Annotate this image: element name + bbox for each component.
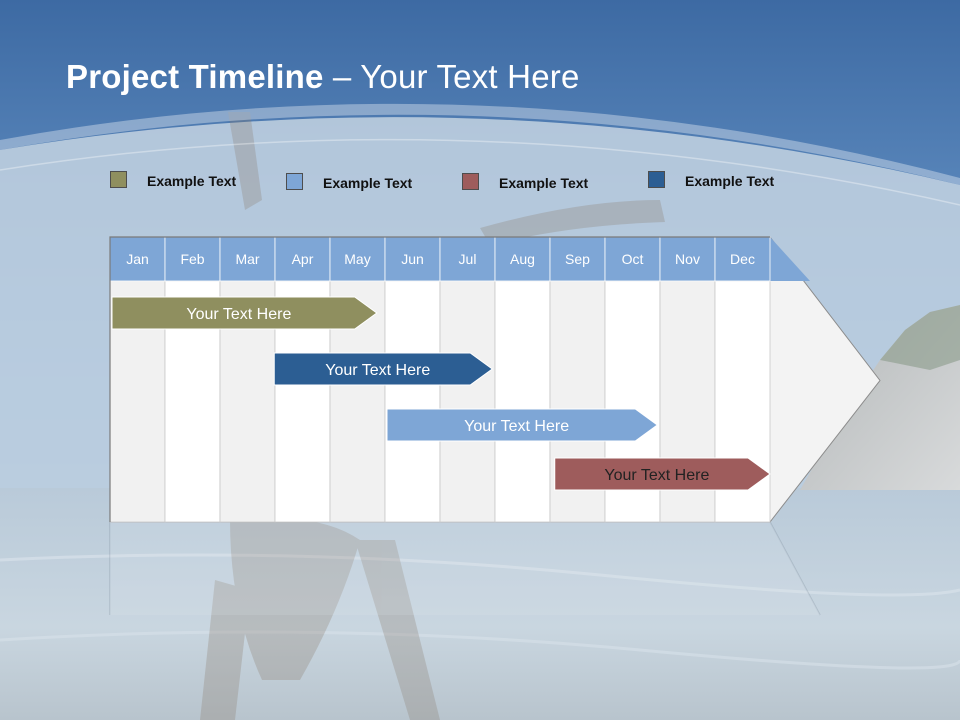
month-label-dec: Dec [730, 251, 755, 267]
timeline-reflection [109, 521, 821, 616]
task-arrow-1 [111, 296, 378, 330]
month-column-jul [439, 280, 496, 523]
month-column-jun [384, 280, 441, 523]
task-arrow-2 [273, 352, 494, 386]
month-header-cell-mar [219, 236, 276, 282]
month-header-cell-jan [109, 236, 166, 282]
legend-label-3: Example Text [499, 175, 589, 191]
task-bar-3: Your Text Here [386, 408, 659, 442]
reflection-fill [110, 522, 820, 615]
title-bold: Project Timeline [66, 58, 324, 95]
reflection-lines [109, 521, 821, 616]
month-label-jan: Jan [126, 251, 149, 267]
title-rest: – Your Text Here [323, 58, 580, 95]
task-label-3: Your Text Here [464, 418, 569, 435]
month-header-cell-may [329, 236, 386, 282]
legend-swatch-3 [462, 173, 479, 190]
task-bar-4: Your Text Here [554, 457, 771, 491]
month-label-feb: Feb [180, 251, 204, 267]
legend-label-4: Example Text [685, 173, 775, 189]
task-bar-2: Your Text Here [273, 352, 494, 386]
header-arrow-tip [770, 237, 810, 281]
month-header-cell-apr [274, 236, 331, 282]
task-label-1: Your Text Here [186, 306, 291, 323]
legend-swatch-2 [286, 173, 303, 190]
month-label-sep: Sep [565, 251, 590, 267]
task-arrow-3 [386, 408, 659, 442]
month-header: Jan Feb Mar Apr May Jun Jul Aug Sep Oct Nov Dec [109, 236, 810, 522]
legend-label-1: Example Text [147, 173, 237, 189]
month-header-cell-sep [549, 236, 606, 282]
month-label-nov: Nov [675, 251, 700, 267]
month-label-may: May [344, 251, 370, 267]
month-label-mar: Mar [235, 251, 259, 267]
month-label-jun: Jun [401, 251, 424, 267]
month-label-apr: Apr [292, 251, 314, 267]
task-arrow-4 [554, 457, 771, 491]
month-column-aug [494, 280, 551, 523]
task-label-2: Your Text Here [325, 362, 430, 379]
timeline-outline [109, 236, 770, 522]
month-label-aug: Aug [510, 251, 535, 267]
legend-swatch-4 [648, 171, 665, 188]
month-header-cell-dec [714, 236, 771, 282]
month-label-jul: Jul [459, 251, 477, 267]
task-label-4: Your Text Here [604, 467, 709, 484]
legend-swatch-1 [110, 171, 127, 188]
task-bar-1: Your Text Here [111, 296, 378, 330]
month-header-cell-nov [659, 236, 716, 282]
legend-label-2: Example Text [323, 175, 413, 191]
slide-title: Project Timeline – Your Text Here [66, 58, 580, 96]
month-label-oct: Oct [622, 251, 644, 267]
month-header-cell-jun [384, 236, 441, 282]
